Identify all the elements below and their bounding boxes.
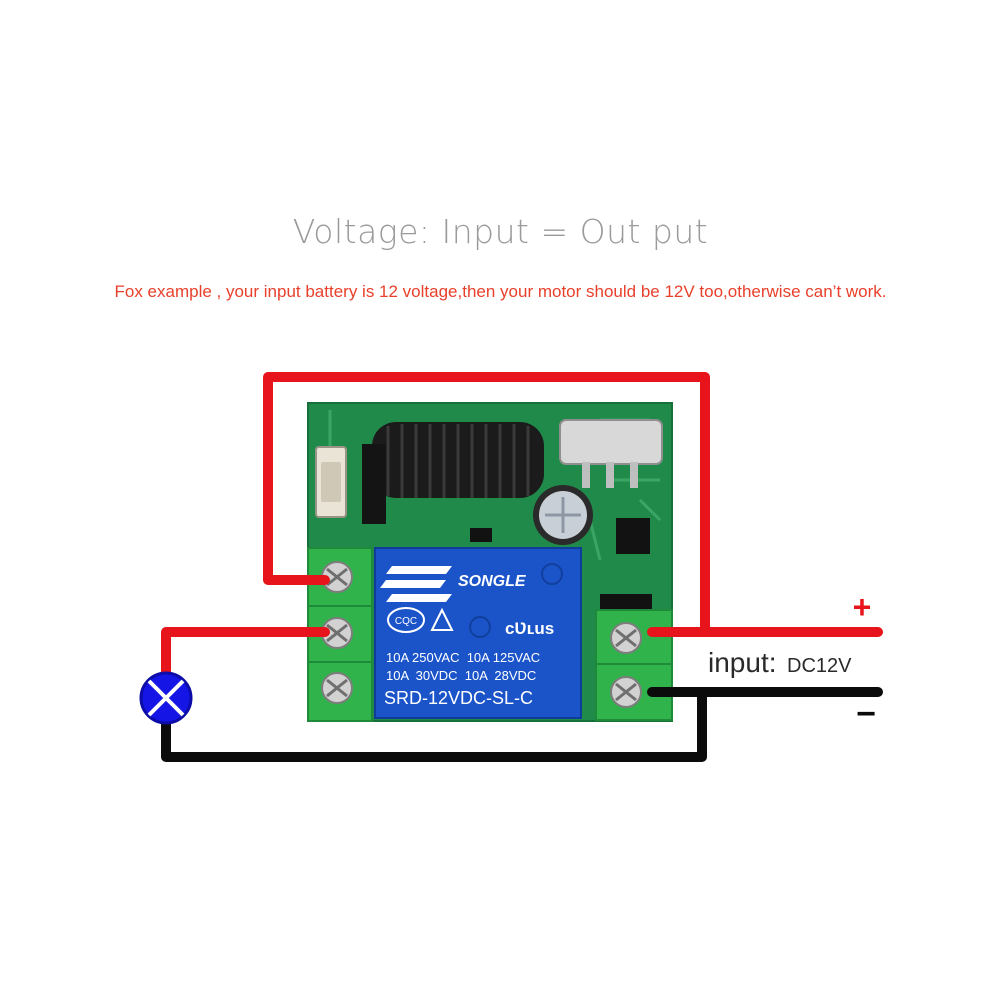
relay: SONGLE CQC cƲʟus 10A 250VAC 10A 125VAC 1… [374, 547, 582, 719]
input-voltage-value: DC12V [787, 655, 852, 677]
negative-sign: − [856, 695, 876, 733]
crystal-oscillator [559, 419, 663, 488]
relay-model: SRD-12VDC-SL-C [384, 688, 533, 708]
relay-brand: SONGLE [458, 573, 527, 590]
input-terminal-block [595, 609, 673, 721]
cqc-mark-icon: CQC [387, 607, 454, 633]
wiring [161, 372, 883, 762]
receiver-pcb: SONGLE CQC cƲʟus 10A 250VAC 10A 125VAC 1… [307, 402, 673, 722]
page-subtitle: Fox example , your input battery is 12 v… [114, 282, 887, 301]
load-negative-wire [161, 687, 707, 762]
relay-rating-1: 10A 250VAC 10A 125VAC [386, 650, 540, 665]
input-label-text: input: [708, 647, 777, 678]
input-label: input: DC12V [708, 647, 852, 678]
screw-icon [610, 622, 642, 654]
load-positive-wire [161, 627, 330, 679]
positive-sign: + [853, 589, 872, 625]
positive-wire-loop [263, 372, 710, 637]
ul-mark: cƲʟus [505, 619, 554, 638]
svg-text:CQC: CQC [395, 616, 417, 627]
pcb-pushbutton [315, 446, 347, 518]
page-title: Voltage: Input = Out put [292, 212, 709, 251]
electrolytic-capacitor [533, 485, 593, 545]
songle-logo-icon [380, 566, 452, 602]
antenna-coil [362, 422, 544, 524]
relay-rating-2: 10A 30VDC 10A 28VDC [386, 668, 536, 683]
lamp-icon [139, 671, 193, 725]
screw-icon [321, 672, 353, 704]
screw-icon [321, 561, 353, 593]
screw-icon [610, 676, 642, 708]
